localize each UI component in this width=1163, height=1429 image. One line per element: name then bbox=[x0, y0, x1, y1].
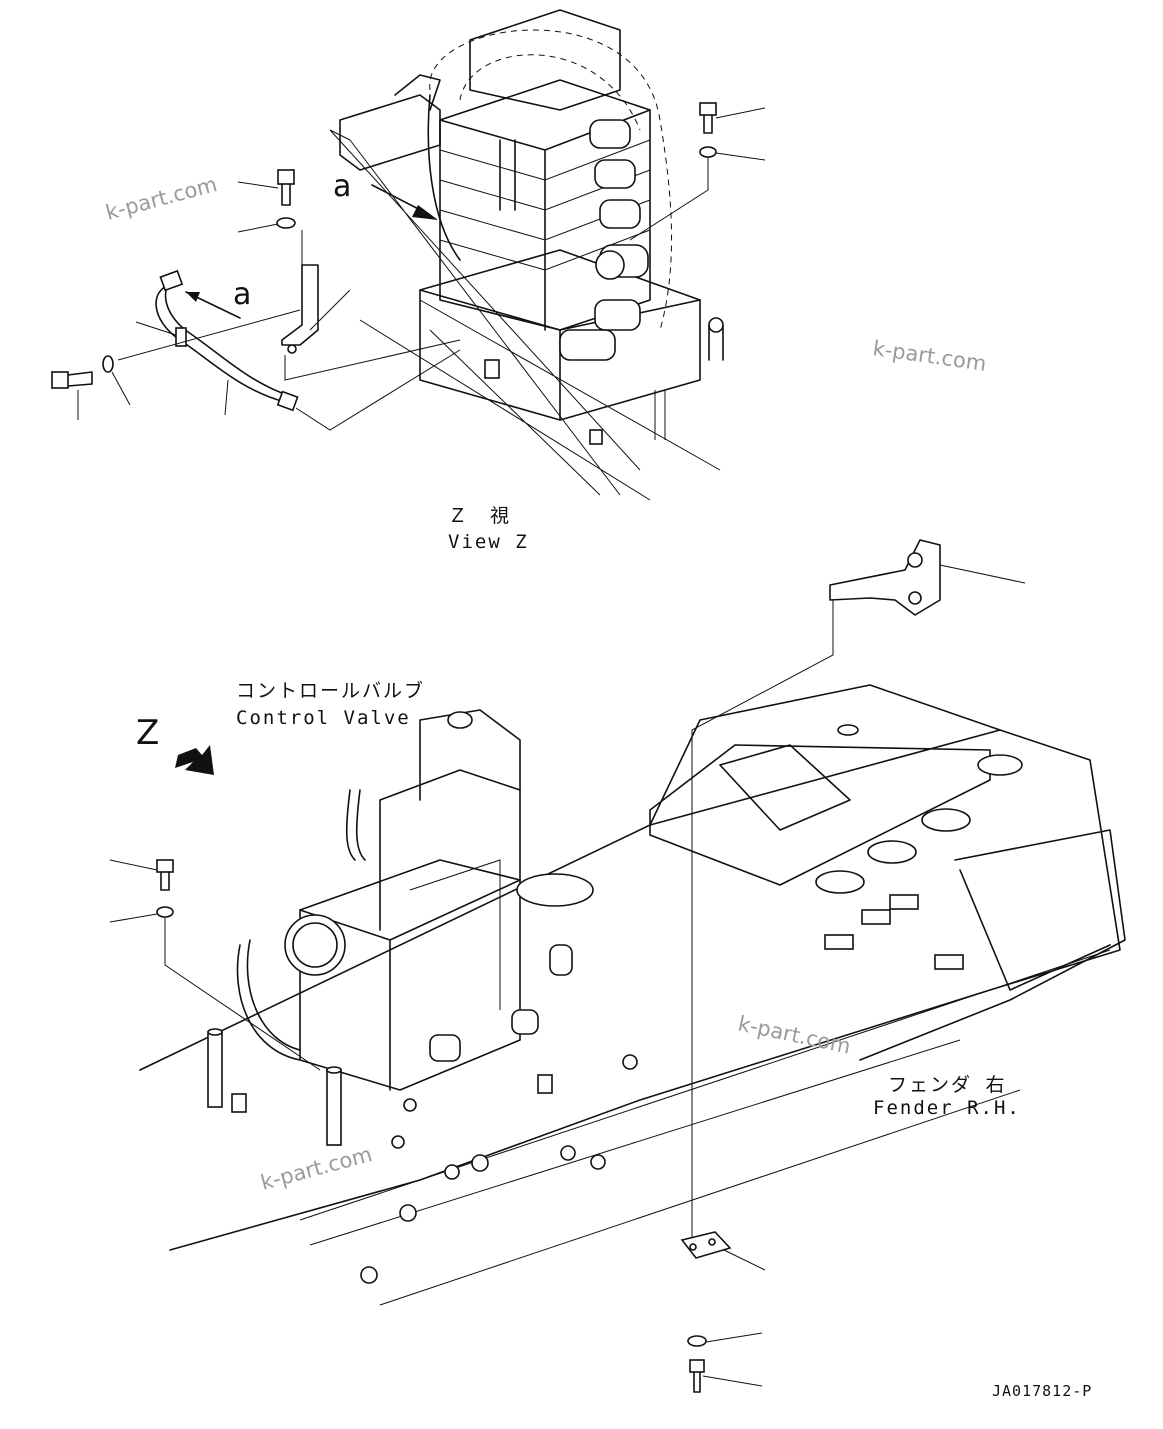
view-z-en-label: View Z bbox=[448, 531, 529, 553]
arrow-label-a-left: a bbox=[233, 277, 251, 312]
view-z-marker: Z bbox=[136, 713, 159, 753]
drawing-code: JA017812-P bbox=[992, 1382, 1092, 1400]
watermark: k-part.com bbox=[258, 1142, 375, 1195]
control-valve-jp-label: コントロールバルブ bbox=[236, 679, 425, 702]
control-valve-assembly bbox=[109, 709, 638, 1284]
view-z-assembly bbox=[329, 9, 724, 501]
arrow-label-a-top: a bbox=[333, 169, 351, 204]
fender-jp-label: フェンダ 右 bbox=[888, 1074, 1006, 1096]
fender-en-label: Fender R.H. bbox=[873, 1097, 1021, 1119]
hose-clamp-assembly bbox=[51, 102, 766, 431]
watermark: k-part.com bbox=[871, 336, 988, 376]
arrow-icon bbox=[175, 745, 214, 775]
watermark: k-part.com bbox=[103, 172, 220, 225]
fender-rh-assembly bbox=[139, 539, 1126, 1393]
control-valve-en-label: Control Valve bbox=[236, 707, 411, 729]
view-z-jp-label: Ｚ 視 bbox=[448, 505, 511, 527]
